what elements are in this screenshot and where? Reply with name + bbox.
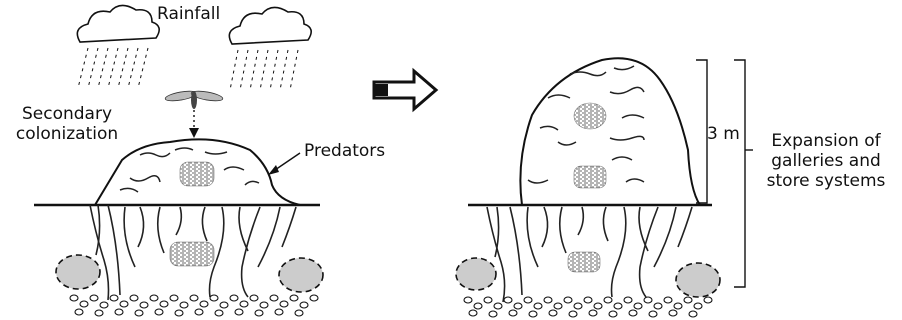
winged-termite-icon: [165, 89, 224, 109]
descent-arrowhead: [189, 128, 199, 138]
boulder: [56, 255, 100, 289]
gravel-layer: [464, 297, 712, 317]
rain-cloud-icon: [229, 7, 311, 90]
mound-right: [520, 58, 700, 205]
predators-arrowhead: [268, 165, 279, 175]
boulder: [279, 258, 323, 292]
height-label: 3 m: [707, 124, 740, 144]
rainfall-label: Rainfall: [157, 4, 220, 24]
secondary-colonization-label: Secondary colonization: [2, 104, 132, 144]
expansion-label: Expansion of galleries and store systems: [752, 131, 900, 191]
expansion-bracket: [734, 60, 745, 287]
arrow-tail-fill: [374, 84, 388, 96]
fungus-store: [170, 242, 214, 266]
boulder: [456, 258, 496, 290]
rain-cloud-icon: [77, 5, 159, 88]
predators-label: Predators: [304, 141, 385, 161]
secondary-colonization-line-2: colonization: [2, 124, 132, 144]
boulder: [676, 263, 720, 297]
fungus-store: [574, 166, 606, 188]
expansion-line-2: galleries and: [752, 151, 900, 171]
fungus-store: [568, 252, 600, 272]
height-bracket: [696, 60, 707, 203]
secondary-colonization-line-1: Secondary: [2, 104, 132, 124]
fungus-store: [574, 103, 606, 129]
gravel-layer: [70, 295, 318, 316]
expansion-line-3: store systems: [752, 171, 900, 191]
expansion-line-1: Expansion of: [752, 131, 900, 151]
fungus-store: [180, 162, 214, 186]
